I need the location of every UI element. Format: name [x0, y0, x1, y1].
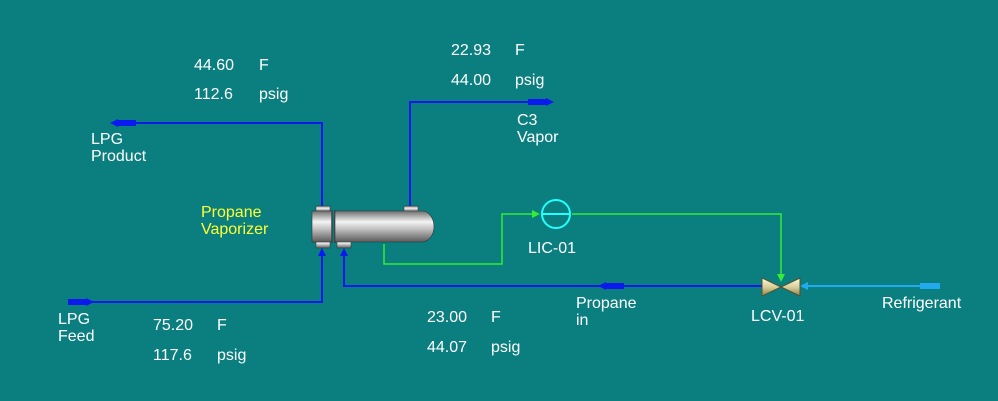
propane-in-arrowhead-mark — [598, 282, 606, 290]
c3-vapor-pressure: 44.00 — [451, 72, 492, 89]
lpg-product-label-line2: Product — [91, 148, 147, 165]
lpg-feed-label-line1: LPG — [58, 311, 91, 328]
valve-tag-label: LCV-01 — [751, 308, 805, 325]
propane-in-pressure: 44.07 — [427, 339, 468, 356]
level-controller-lic-01[interactable] — [541, 199, 571, 229]
vessel-shell — [334, 210, 435, 243]
c3-vapor-temperature: 22.93 — [451, 42, 492, 59]
lpg-feed-line — [86, 252, 323, 303]
controller-tag-label: LIC-01 — [528, 240, 577, 257]
valve-body-right — [779, 277, 801, 297]
lpg-feed-arrowhead — [318, 248, 326, 256]
lpg-feed-start-arrowhead — [86, 298, 94, 306]
refrigerant-label: Refrigerant — [882, 295, 962, 312]
lpg-product-pressure-unit: psig — [259, 86, 289, 103]
control-signal-arrowhead — [777, 274, 785, 282]
level-signal-arrowhead — [532, 210, 540, 218]
c3-vapor-pressure-unit: psig — [515, 72, 545, 89]
lpg-feed-pressure: 117.6 — [153, 347, 192, 364]
c3-vapor-arrow — [528, 99, 546, 105]
refrigerant-arrow — [920, 283, 940, 289]
c3-vapor-label-line2: Vapor — [517, 129, 559, 146]
lpg-product-label-line1: LPG — [91, 131, 124, 148]
refrigerant-arrowhead — [800, 282, 808, 290]
lpg-product-pressure: 112.6 — [194, 86, 233, 103]
c3-vapor-label-line1: C3 — [517, 112, 538, 129]
level-signal-line — [383, 213, 534, 265]
propane-vaporizer-vessel[interactable] — [311, 205, 435, 249]
propane-in-label-line2: in — [576, 312, 589, 329]
lpg-feed-temperature: 75.20 — [153, 317, 194, 334]
lpg-feed-pressure-unit: psig — [217, 347, 247, 364]
control-valve-lcv-01[interactable] — [761, 277, 801, 297]
vaporizer-label-line1: Propane — [201, 204, 262, 221]
control-signal-line — [572, 213, 782, 278]
propane-in-arrow — [604, 283, 624, 289]
propane-in-pressure-unit: psig — [491, 339, 521, 356]
vessel-channel-head — [311, 210, 333, 243]
lpg-feed-label-line2: Feed — [58, 328, 95, 345]
propane-in-label-line1: Propane — [576, 295, 637, 312]
lpg-product-arrowhead — [110, 119, 118, 127]
vaporizer-label-line2: Vaporizer — [201, 221, 269, 238]
lpg-product-line — [112, 122, 323, 207]
lpg-product-temperature: 44.60 — [194, 57, 235, 74]
lpg-feed-arrow — [68, 299, 86, 305]
propane-in-temperature: 23.00 — [427, 309, 468, 326]
valve-body-left — [761, 277, 783, 297]
lpg-feed-temperature-unit: F — [217, 317, 227, 334]
c3-vapor-line — [409, 101, 548, 207]
c3-vapor-temperature-unit: F — [515, 42, 525, 59]
lpg-product-temperature-unit: F — [259, 57, 269, 74]
propane-in-arrowhead — [340, 248, 348, 256]
c3-vapor-arrowhead — [546, 98, 554, 106]
lpg-product-arrow — [118, 120, 136, 126]
propane-in-temperature-unit: F — [491, 309, 501, 326]
